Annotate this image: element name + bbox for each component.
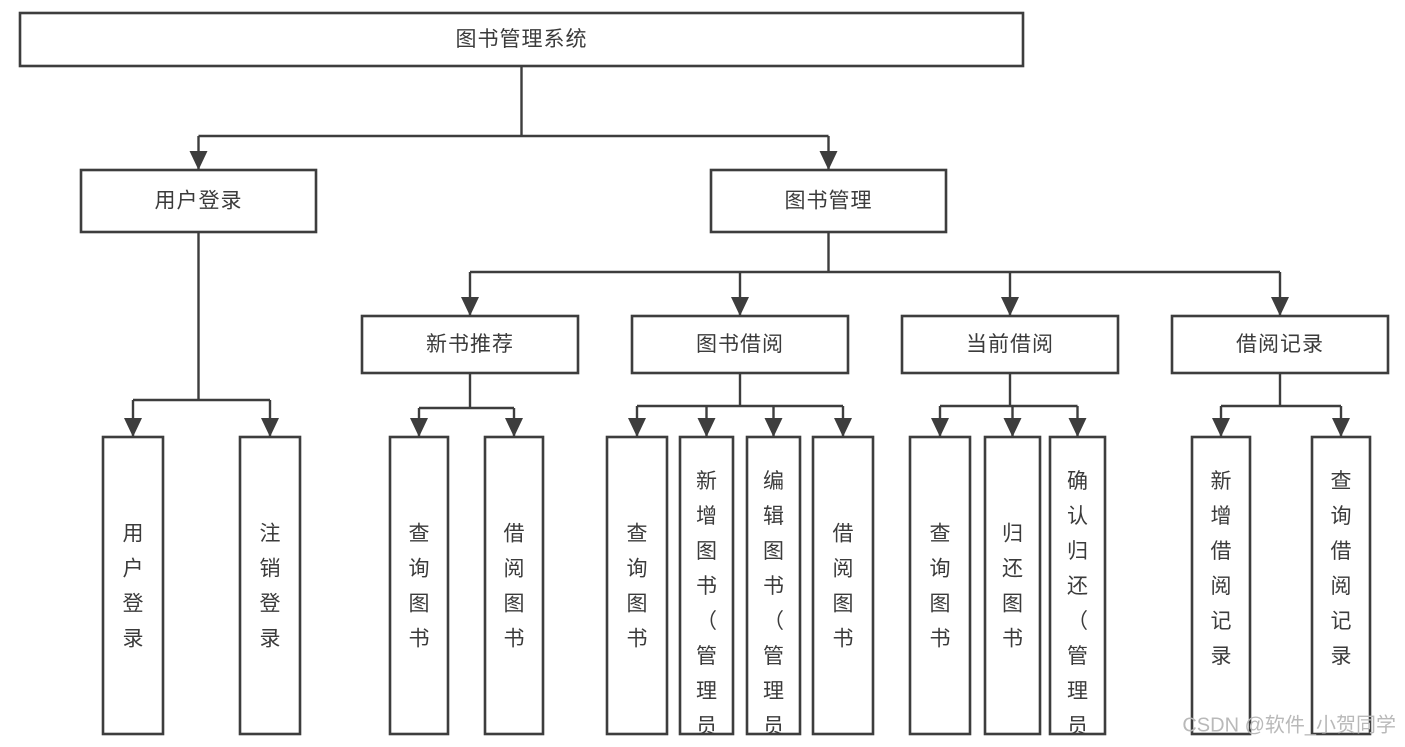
node-box-leaf-edit-book-admin xyxy=(745,435,802,736)
node-book-borrow[interactable]: 图书借阅 xyxy=(630,314,850,375)
node-box-leaf-return-book xyxy=(983,435,1042,736)
node-leaf-query-book-current[interactable]: 查询图书 xyxy=(908,435,972,736)
node-box-user-login xyxy=(79,168,318,234)
arrow-head-icon xyxy=(834,418,852,437)
connector-borrow-to-leaves xyxy=(628,373,852,437)
node-book-management[interactable]: 图书管理 xyxy=(709,168,948,234)
node-box-book-management xyxy=(709,168,948,234)
node-label-root: 图书管理系统 xyxy=(456,28,588,51)
node-box-leaf-query-borrow-record xyxy=(1310,435,1372,736)
arrow-head-icon xyxy=(261,418,279,437)
node-label-current-borrow: 当前借阅 xyxy=(966,333,1054,356)
node-leaf-borrow-book-recommend[interactable]: 借阅图书 xyxy=(483,435,545,736)
arrow-head-icon xyxy=(931,418,949,437)
arrow-head-icon xyxy=(1068,418,1087,437)
node-box-leaf-borrow-book-recommend xyxy=(483,435,545,736)
connector-bookmgmt-to-level3 xyxy=(461,232,1289,316)
node-user-login[interactable]: 用户登录 xyxy=(79,168,318,234)
node-label-borrow-record: 借阅记录 xyxy=(1236,333,1324,356)
node-leaf-borrow-book[interactable]: 借阅图书 xyxy=(811,435,875,736)
node-box-book-borrow xyxy=(630,314,850,375)
node-leaf-query-book-borrow[interactable]: 查询图书 xyxy=(605,435,669,736)
node-label-leaf-add-borrow-record: 新增借阅记录 xyxy=(1211,470,1232,668)
node-current-borrow[interactable]: 当前借阅 xyxy=(900,314,1120,375)
arrow-head-icon xyxy=(461,297,479,316)
node-label-leaf-borrow-book-recommend: 借阅图书 xyxy=(504,523,525,651)
node-label-leaf-confirm-return-admin: 确认归还（管理员） xyxy=(1067,470,1088,747)
node-label-leaf-borrow-book: 借阅图书 xyxy=(833,523,854,651)
node-box-leaf-query-book-current xyxy=(908,435,972,736)
node-box-borrow-record xyxy=(1170,314,1390,375)
node-label-new-book-recommend: 新书推荐 xyxy=(426,333,514,356)
node-label-leaf-logout-login: 注销登录 xyxy=(260,523,281,651)
node-leaf-query-borrow-record[interactable]: 查询借阅记录 xyxy=(1310,435,1372,736)
node-box-leaf-query-book-borrow xyxy=(605,435,669,736)
node-box-leaf-confirm-return-admin xyxy=(1048,435,1107,736)
arrow-head-icon xyxy=(505,418,523,437)
node-borrow-record[interactable]: 借阅记录 xyxy=(1170,314,1390,375)
node-leaf-confirm-return-admin[interactable]: 确认归还（管理员） xyxy=(1048,435,1107,747)
node-box-leaf-query-book-recommend xyxy=(388,435,450,736)
arrow-head-icon xyxy=(1212,418,1230,437)
node-label-leaf-edit-book-admin: 编辑图书（管理员） xyxy=(763,470,784,747)
node-label-leaf-query-book-borrow: 查询图书 xyxy=(627,523,648,651)
connector-record-to-leaves xyxy=(1212,373,1350,437)
arrow-head-icon xyxy=(731,297,749,316)
node-label-leaf-query-book-current: 查询图书 xyxy=(930,523,951,651)
node-label-leaf-add-book-admin: 新增图书（管理员） xyxy=(696,470,717,747)
node-leaf-return-book[interactable]: 归还图书 xyxy=(983,435,1042,736)
node-label-leaf-user-login: 用户登录 xyxy=(123,523,144,651)
node-label-user-login: 用户登录 xyxy=(155,190,243,213)
node-leaf-edit-book-admin[interactable]: 编辑图书（管理员） xyxy=(745,435,802,747)
connector-recommend-to-leaves xyxy=(410,373,523,437)
connector-layer xyxy=(124,66,1350,437)
arrow-head-icon xyxy=(1332,418,1350,437)
connector-userlogin-to-leaves xyxy=(124,232,279,437)
arrow-head-icon xyxy=(764,418,783,437)
arrow-head-icon xyxy=(819,151,838,170)
node-label-book-borrow: 图书借阅 xyxy=(696,333,784,356)
arrow-head-icon xyxy=(628,418,646,437)
node-box-root xyxy=(18,11,1025,68)
node-leaf-user-login[interactable]: 用户登录 xyxy=(101,435,165,736)
node-box-leaf-add-book-admin xyxy=(678,435,735,736)
node-label-book-management: 图书管理 xyxy=(785,190,873,213)
arrow-head-icon xyxy=(124,418,142,437)
node-box-new-book-recommend xyxy=(360,314,580,375)
node-root[interactable]: 图书管理系统 xyxy=(18,11,1025,68)
node-new-book-recommend[interactable]: 新书推荐 xyxy=(360,314,580,375)
node-box-leaf-add-borrow-record xyxy=(1190,435,1252,736)
arrow-head-icon xyxy=(1271,297,1289,316)
node-label-leaf-query-book-recommend: 查询图书 xyxy=(409,523,430,651)
node-label-leaf-return-book: 归还图书 xyxy=(1002,523,1023,651)
csdn-watermark: CSDN @软件_小贺同学 xyxy=(1182,713,1396,736)
node-leaf-logout-login[interactable]: 注销登录 xyxy=(238,435,302,736)
node-box-leaf-borrow-book xyxy=(811,435,875,736)
node-box-current-borrow xyxy=(900,314,1120,375)
arrow-head-icon xyxy=(1003,418,1022,437)
node-leaf-add-book-admin[interactable]: 新增图书（管理员） xyxy=(678,435,735,747)
connector-root-to-level2 xyxy=(189,66,838,170)
arrow-head-icon xyxy=(1001,297,1019,316)
arrow-head-icon xyxy=(697,418,716,437)
connector-current-to-leaves xyxy=(931,373,1087,437)
node-layer: 图书管理系统用户登录图书管理新书推荐图书借阅当前借阅借阅记录用户登录注销登录查询… xyxy=(18,11,1390,747)
node-box-leaf-logout-login xyxy=(238,435,302,736)
node-leaf-add-borrow-record[interactable]: 新增借阅记录 xyxy=(1190,435,1252,736)
node-box-leaf-user-login xyxy=(101,435,165,736)
arrow-head-icon xyxy=(189,151,208,170)
node-leaf-query-book-recommend[interactable]: 查询图书 xyxy=(388,435,450,736)
arrow-head-icon xyxy=(410,418,428,437)
node-label-leaf-query-borrow-record: 查询借阅记录 xyxy=(1331,470,1352,668)
